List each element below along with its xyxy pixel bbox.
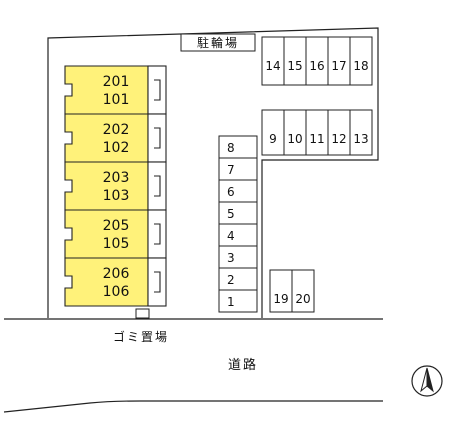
parking-space-number: 19 [273, 292, 288, 306]
unit-number-lower: 102 [103, 140, 130, 156]
parking-space-number: 17 [331, 59, 346, 73]
parking-space-number: 1 [227, 295, 235, 309]
parking-space-number: 16 [309, 59, 324, 73]
property-boundary [47, 27, 379, 318]
parking-space-number: 6 [227, 185, 235, 199]
parking-space: 15 [283, 36, 307, 86]
parking-space: 3 [218, 245, 258, 269]
parking-space: 20 [291, 269, 315, 313]
parking-space-number: 2 [227, 273, 235, 287]
parking-space-number: 7 [227, 163, 235, 177]
parking-space: 10 [283, 109, 307, 156]
parking-space: 17 [327, 36, 351, 86]
parking-column: 8 7 6 5 4 3 2 1 [218, 135, 258, 313]
parking-middle-row: 9 10 11 12 13 [261, 109, 373, 156]
unit-number-lower: 106 [103, 284, 130, 300]
garbage-label: ゴミ置場 [113, 329, 169, 344]
parking-space-number: 12 [331, 132, 346, 146]
parking-space-number: 20 [295, 292, 310, 306]
parking-space: 9 [261, 109, 285, 156]
parking-space-number: 10 [287, 132, 302, 146]
unit-number-upper: 201 [103, 74, 130, 90]
parking-space: 1 [218, 289, 258, 313]
bicycle-parking-box [180, 33, 256, 52]
parking-space: 8 [218, 135, 258, 159]
parking-space: 18 [349, 36, 373, 86]
parking-space-number: 4 [227, 229, 235, 243]
parking-space-number: 11 [309, 132, 324, 146]
parking-space-number: 8 [227, 141, 235, 155]
bicycle-parking-label: 駐輪場 [197, 35, 239, 50]
parking-space: 2 [218, 267, 258, 291]
parking-space: 4 [218, 223, 258, 247]
road-edge-bottom [3, 400, 383, 413]
parking-space-number: 15 [287, 59, 302, 73]
parking-top-row: 14 15 16 17 18 [261, 36, 373, 86]
road-label: 道路 [228, 357, 258, 373]
parking-space: 13 [349, 109, 373, 156]
parking-space-number: 5 [227, 207, 235, 221]
parking-space-number: 9 [269, 132, 277, 146]
parking-space: 6 [218, 179, 258, 203]
unit-number-upper: 205 [103, 218, 130, 234]
parking-space-number: 13 [353, 132, 368, 146]
parking-space: 11 [305, 109, 329, 156]
unit-number-upper: 202 [103, 122, 130, 138]
parking-space: 14 [261, 36, 285, 86]
parking-space-number: 3 [227, 251, 235, 265]
unit-number-lower: 101 [103, 92, 130, 108]
parking-space-number: 18 [353, 59, 368, 73]
parking-space: 12 [327, 109, 351, 156]
unit-number-upper: 206 [103, 266, 130, 282]
parking-space: 19 [269, 269, 293, 313]
parking-space-number: 14 [265, 59, 280, 73]
garbage-bin-icon [135, 308, 150, 319]
unit-number-lower: 105 [103, 236, 130, 252]
parking-space: 7 [218, 157, 258, 181]
parking-space: 5 [218, 201, 258, 225]
unit-number-upper: 203 [103, 170, 130, 186]
unit-number-lower: 103 [103, 188, 130, 204]
parking-space: 16 [305, 36, 329, 86]
north-compass-icon [411, 365, 443, 397]
